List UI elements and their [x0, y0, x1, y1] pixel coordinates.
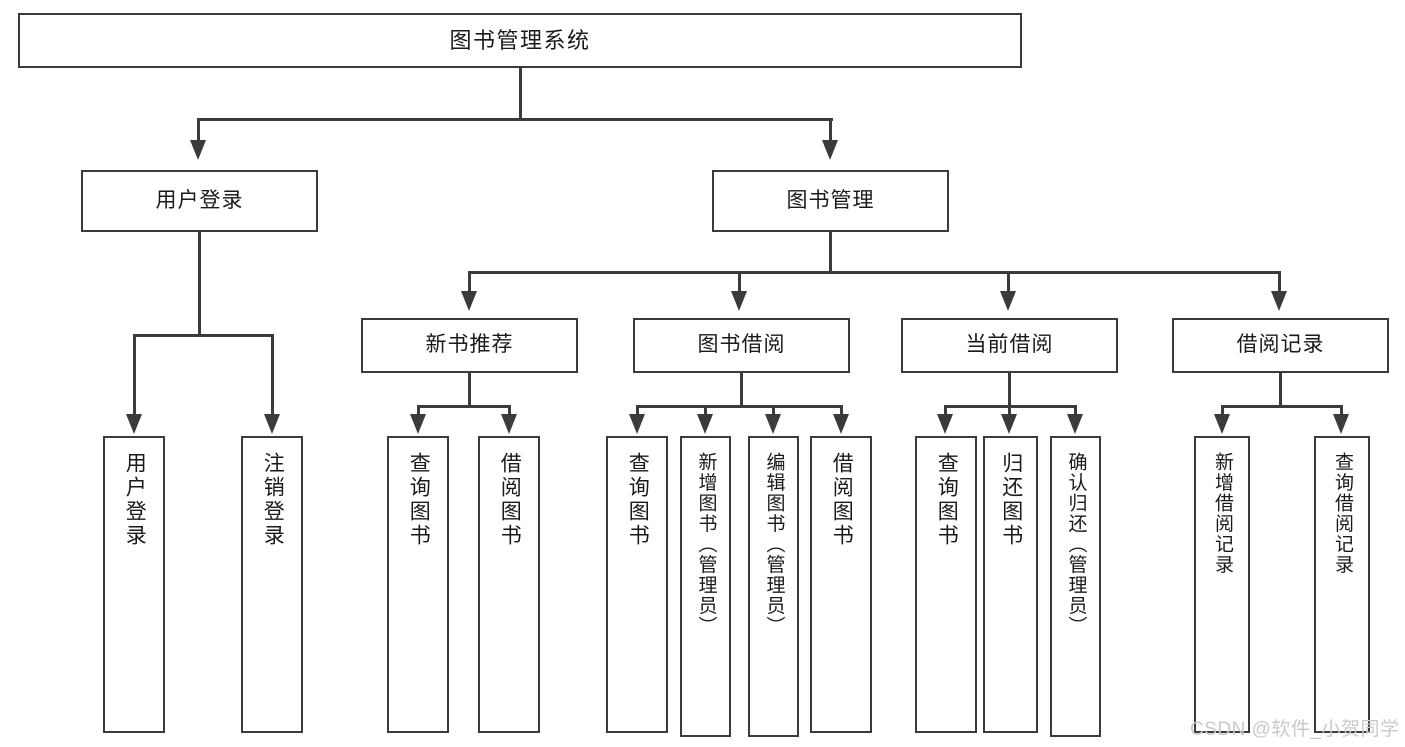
arrowhead-leaf-borrow-book-1: [501, 414, 517, 434]
edge-cb-1: [944, 405, 947, 417]
node-label: 新增图书（管理员）: [695, 452, 717, 637]
arrowhead-leaf-query-book-2: [629, 414, 645, 434]
arrowhead-to-book-borrow: [731, 291, 747, 311]
node-leaf-user-login[interactable]: 用户登录: [103, 436, 165, 733]
edge-book-management-drop: [829, 232, 832, 274]
edge-root-to-user-login: [197, 118, 200, 142]
arrowhead-leaf-query-book-1: [410, 414, 426, 434]
node-label: 新增借阅记录: [1211, 452, 1233, 575]
arrowhead-leaf-borrow-book-2: [833, 414, 849, 434]
edge-br-2: [1340, 405, 1343, 417]
arrowhead-to-user-login: [190, 140, 206, 160]
node-leaf-query-book-1[interactable]: 查询图书: [387, 436, 449, 733]
edge-user-login-drop: [198, 232, 201, 336]
arrowhead-leaf-user-logout: [264, 414, 280, 434]
node-label: 当前借阅: [965, 333, 1054, 357]
arrowhead-leaf-query-record: [1333, 414, 1349, 434]
edge-user-login-bar: [133, 334, 274, 337]
node-label: 新书推荐: [425, 333, 514, 357]
edge-bm-to-book-borrow: [738, 271, 741, 293]
node-label: 用户登录: [123, 452, 147, 548]
arrowhead-leaf-query-book-3: [937, 414, 953, 434]
node-leaf-edit-book[interactable]: 编辑图书（管理员）: [748, 436, 799, 737]
edge-bb-1: [636, 405, 639, 417]
edge-new-book-drop: [468, 373, 471, 408]
node-label: 编辑图书（管理员）: [763, 452, 785, 637]
arrowhead-to-borrow-record: [1271, 291, 1287, 311]
node-borrow-record[interactable]: 借阅记录: [1172, 318, 1389, 373]
edge-cb-2: [1008, 405, 1011, 417]
node-leaf-confirm-return[interactable]: 确认归还（管理员）: [1050, 436, 1101, 737]
node-leaf-query-book-2[interactable]: 查询图书: [606, 436, 668, 733]
node-leaf-user-logout[interactable]: 注销登录: [241, 436, 303, 733]
edge-borrow-record-drop: [1279, 373, 1282, 408]
arrowhead-leaf-edit-book: [765, 414, 781, 434]
arrowhead-leaf-add-record: [1214, 414, 1230, 434]
edge-cb-3: [1074, 405, 1077, 417]
node-label: 注销登录: [261, 452, 285, 548]
node-label: 用户登录: [155, 188, 244, 212]
node-book-borrow[interactable]: 图书借阅: [633, 318, 850, 373]
edge-new-book-left: [417, 405, 420, 417]
edge-user-login-left: [133, 334, 136, 416]
arrowhead-leaf-return-book: [1001, 414, 1017, 434]
edge-borrow-record-bar: [1221, 405, 1343, 408]
edge-bm-to-new-book: [468, 271, 471, 293]
edge-book-borrow-drop: [740, 373, 743, 408]
edge-new-book-right: [508, 405, 511, 417]
edge-bm-to-current-borrow: [1007, 271, 1010, 293]
node-new-book-recommend[interactable]: 新书推荐: [361, 318, 578, 373]
node-leaf-query-book-3[interactable]: 查询图书: [915, 436, 977, 733]
node-label: 借阅图书: [830, 452, 854, 548]
node-root-system[interactable]: 图书管理系统: [18, 13, 1022, 68]
node-label: 查询图书: [935, 452, 959, 548]
arrowhead-leaf-confirm-return: [1067, 414, 1083, 434]
edge-bm-to-borrow-record: [1278, 271, 1281, 293]
edge-current-borrow-drop: [1008, 373, 1011, 408]
node-label: 图书借阅: [697, 333, 786, 357]
arrowhead-leaf-add-book: [697, 414, 713, 434]
node-label: 图书管理: [786, 188, 875, 212]
node-label: 查询图书: [407, 452, 431, 548]
node-label: 借阅图书: [498, 452, 522, 548]
node-label: 确认归还（管理员）: [1065, 452, 1087, 637]
node-leaf-return-book[interactable]: 归还图书: [983, 436, 1038, 733]
node-leaf-borrow-book-1[interactable]: 借阅图书: [478, 436, 540, 733]
edge-bb-2: [704, 405, 707, 417]
edge-root-to-book-management: [829, 118, 832, 142]
arrowhead-to-book-management: [822, 140, 838, 160]
edge-user-login-right: [271, 334, 274, 416]
edge-br-1: [1221, 405, 1224, 417]
node-leaf-query-record[interactable]: 查询借阅记录: [1314, 436, 1370, 733]
edge-book-borrow-bar: [636, 405, 843, 408]
edge-root-bar: [197, 118, 833, 121]
node-label: 归还图书: [999, 452, 1023, 548]
edge-root-drop: [519, 68, 522, 120]
node-leaf-borrow-book-2[interactable]: 借阅图书: [810, 436, 872, 733]
node-label: 借阅记录: [1236, 333, 1325, 357]
node-leaf-add-book[interactable]: 新增图书（管理员）: [680, 436, 731, 737]
node-current-borrow[interactable]: 当前借阅: [901, 318, 1118, 373]
arrowhead-leaf-user-login: [126, 414, 142, 434]
arrowhead-to-current-borrow: [1000, 291, 1016, 311]
node-user-login[interactable]: 用户登录: [81, 170, 318, 232]
node-label: 查询图书: [626, 452, 650, 548]
node-label: 查询借阅记录: [1331, 452, 1353, 575]
node-leaf-add-record[interactable]: 新增借阅记录: [1194, 436, 1250, 733]
edge-bb-3: [772, 405, 775, 417]
node-label: 图书管理系统: [449, 27, 591, 53]
edge-book-management-bar: [468, 271, 1281, 274]
edge-new-book-bar: [417, 405, 511, 408]
node-book-management[interactable]: 图书管理: [712, 170, 949, 232]
edge-bb-4: [840, 405, 843, 417]
arrowhead-to-new-book-recommend: [461, 291, 477, 311]
